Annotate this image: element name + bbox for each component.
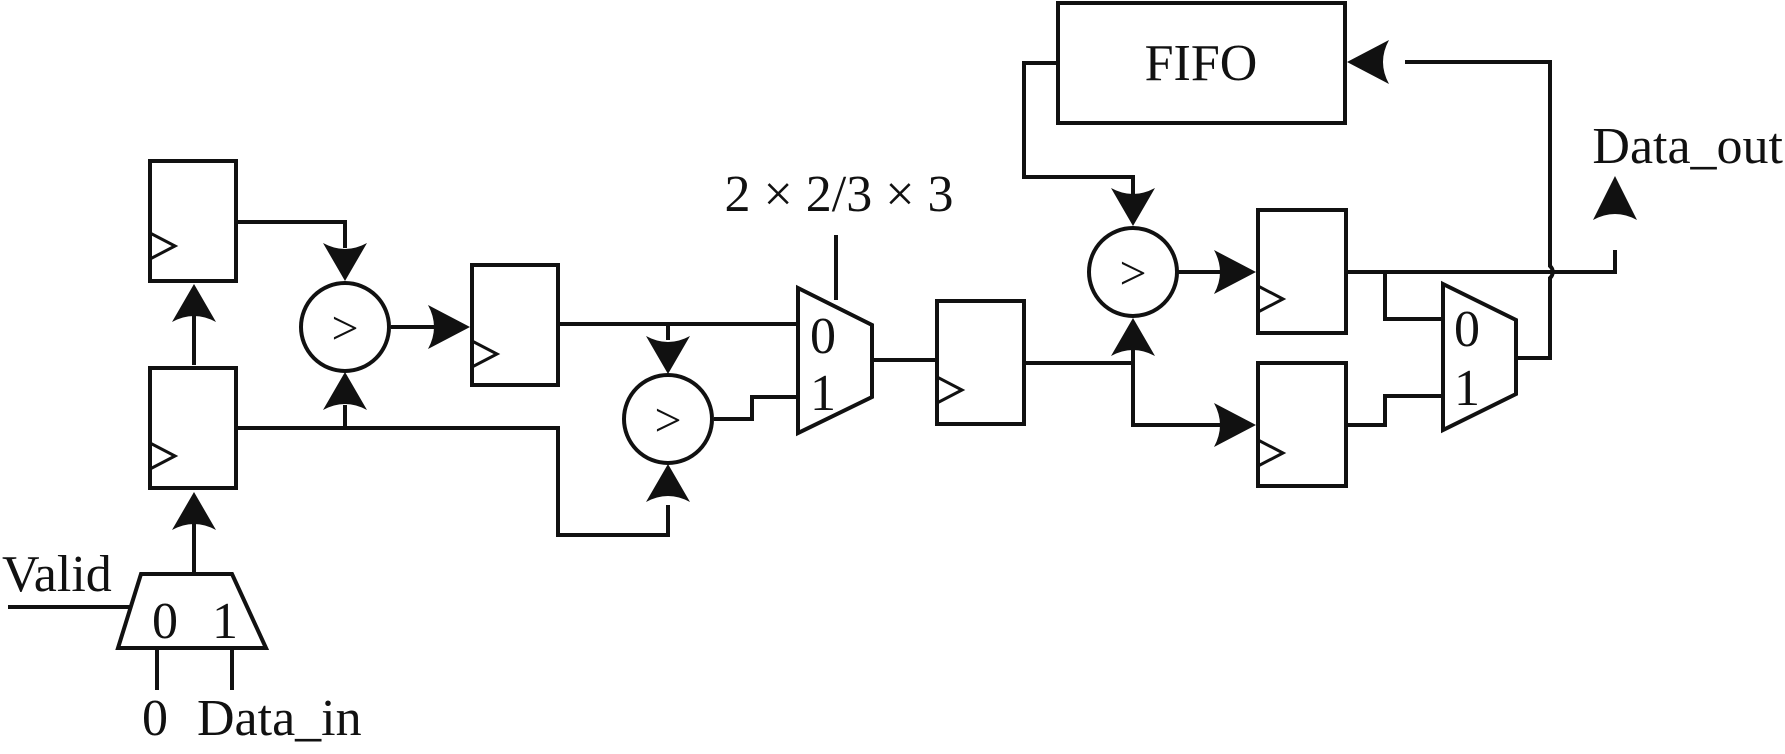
wires [8, 60, 1617, 690]
wire-reg5-to-mux2 [1383, 272, 1443, 321]
wire-reg2-bus [236, 426, 670, 537]
wire-cmp2-to-mux1 [714, 395, 798, 421]
register-1 [148, 159, 238, 283]
register-5 [1256, 208, 1348, 335]
register-4 [935, 299, 1026, 426]
arrowhead-into-fifo [1347, 40, 1389, 84]
mux-2-in0: 0 [1454, 301, 1480, 358]
input-mux-in0: 0 [152, 593, 178, 650]
arrowhead-into-reg3 [428, 305, 470, 349]
input-mux-in1: 1 [212, 593, 238, 650]
comparator-1-symbol: > [331, 302, 358, 355]
wire-reg5-to-output [1346, 250, 1617, 274]
register-2 [148, 366, 238, 490]
arrowhead-into-cmp2-top [646, 336, 690, 374]
wire-fifo-to-cmp3 [1022, 61, 1135, 196]
arrowheads [172, 40, 1637, 530]
arrowhead-into-reg1 [172, 284, 216, 322]
valid-label: Valid [2, 546, 112, 603]
comparator-3: > [1087, 226, 1179, 318]
fifo-block: FIFO [1056, 1, 1347, 125]
comparator-2-symbol: > [654, 394, 681, 447]
wire-reg4-to-reg6 [1131, 363, 1230, 427]
input-mux: 0 1 [115, 572, 270, 650]
comparator-1: > [299, 281, 391, 373]
register-3 [470, 263, 560, 387]
arrowhead-into-cmp1-bottom [323, 372, 367, 410]
arrowhead-into-cmp2-bottom [646, 464, 690, 502]
comparator-2: > [622, 373, 714, 465]
fifo-label: FIFO [1145, 35, 1258, 92]
zero-input-label: 0 [142, 690, 168, 747]
formula-label: 2 × 2/3 × 3 [724, 166, 953, 223]
mux-2-in1: 1 [1454, 360, 1480, 417]
arrowhead-into-cmp3-bottom [1111, 318, 1155, 356]
arrowhead-into-cmp3-top [1111, 188, 1155, 226]
comparator-3-symbol: > [1119, 247, 1146, 300]
arrowhead-into-reg5 [1214, 250, 1256, 294]
mux-1: 0 1 [796, 284, 874, 437]
arrowhead-into-reg6 [1214, 403, 1256, 447]
arrowhead-data-out [1593, 176, 1637, 220]
mux-2: 0 1 [1441, 280, 1518, 434]
wire-feedback [1405, 60, 1555, 360]
data-out-label: Data_out [1592, 118, 1783, 175]
data-in-label: Data_in [197, 690, 362, 747]
mux-1-in1: 1 [810, 365, 836, 422]
arrowhead-into-cmp1-top [323, 243, 367, 281]
wire-reg1-to-cmp1 [236, 220, 347, 248]
wire-reg6-to-mux2 [1346, 394, 1443, 427]
register-6 [1256, 361, 1348, 488]
mux-1-in0: 0 [810, 308, 836, 365]
arrowhead-into-reg2 [172, 492, 216, 530]
